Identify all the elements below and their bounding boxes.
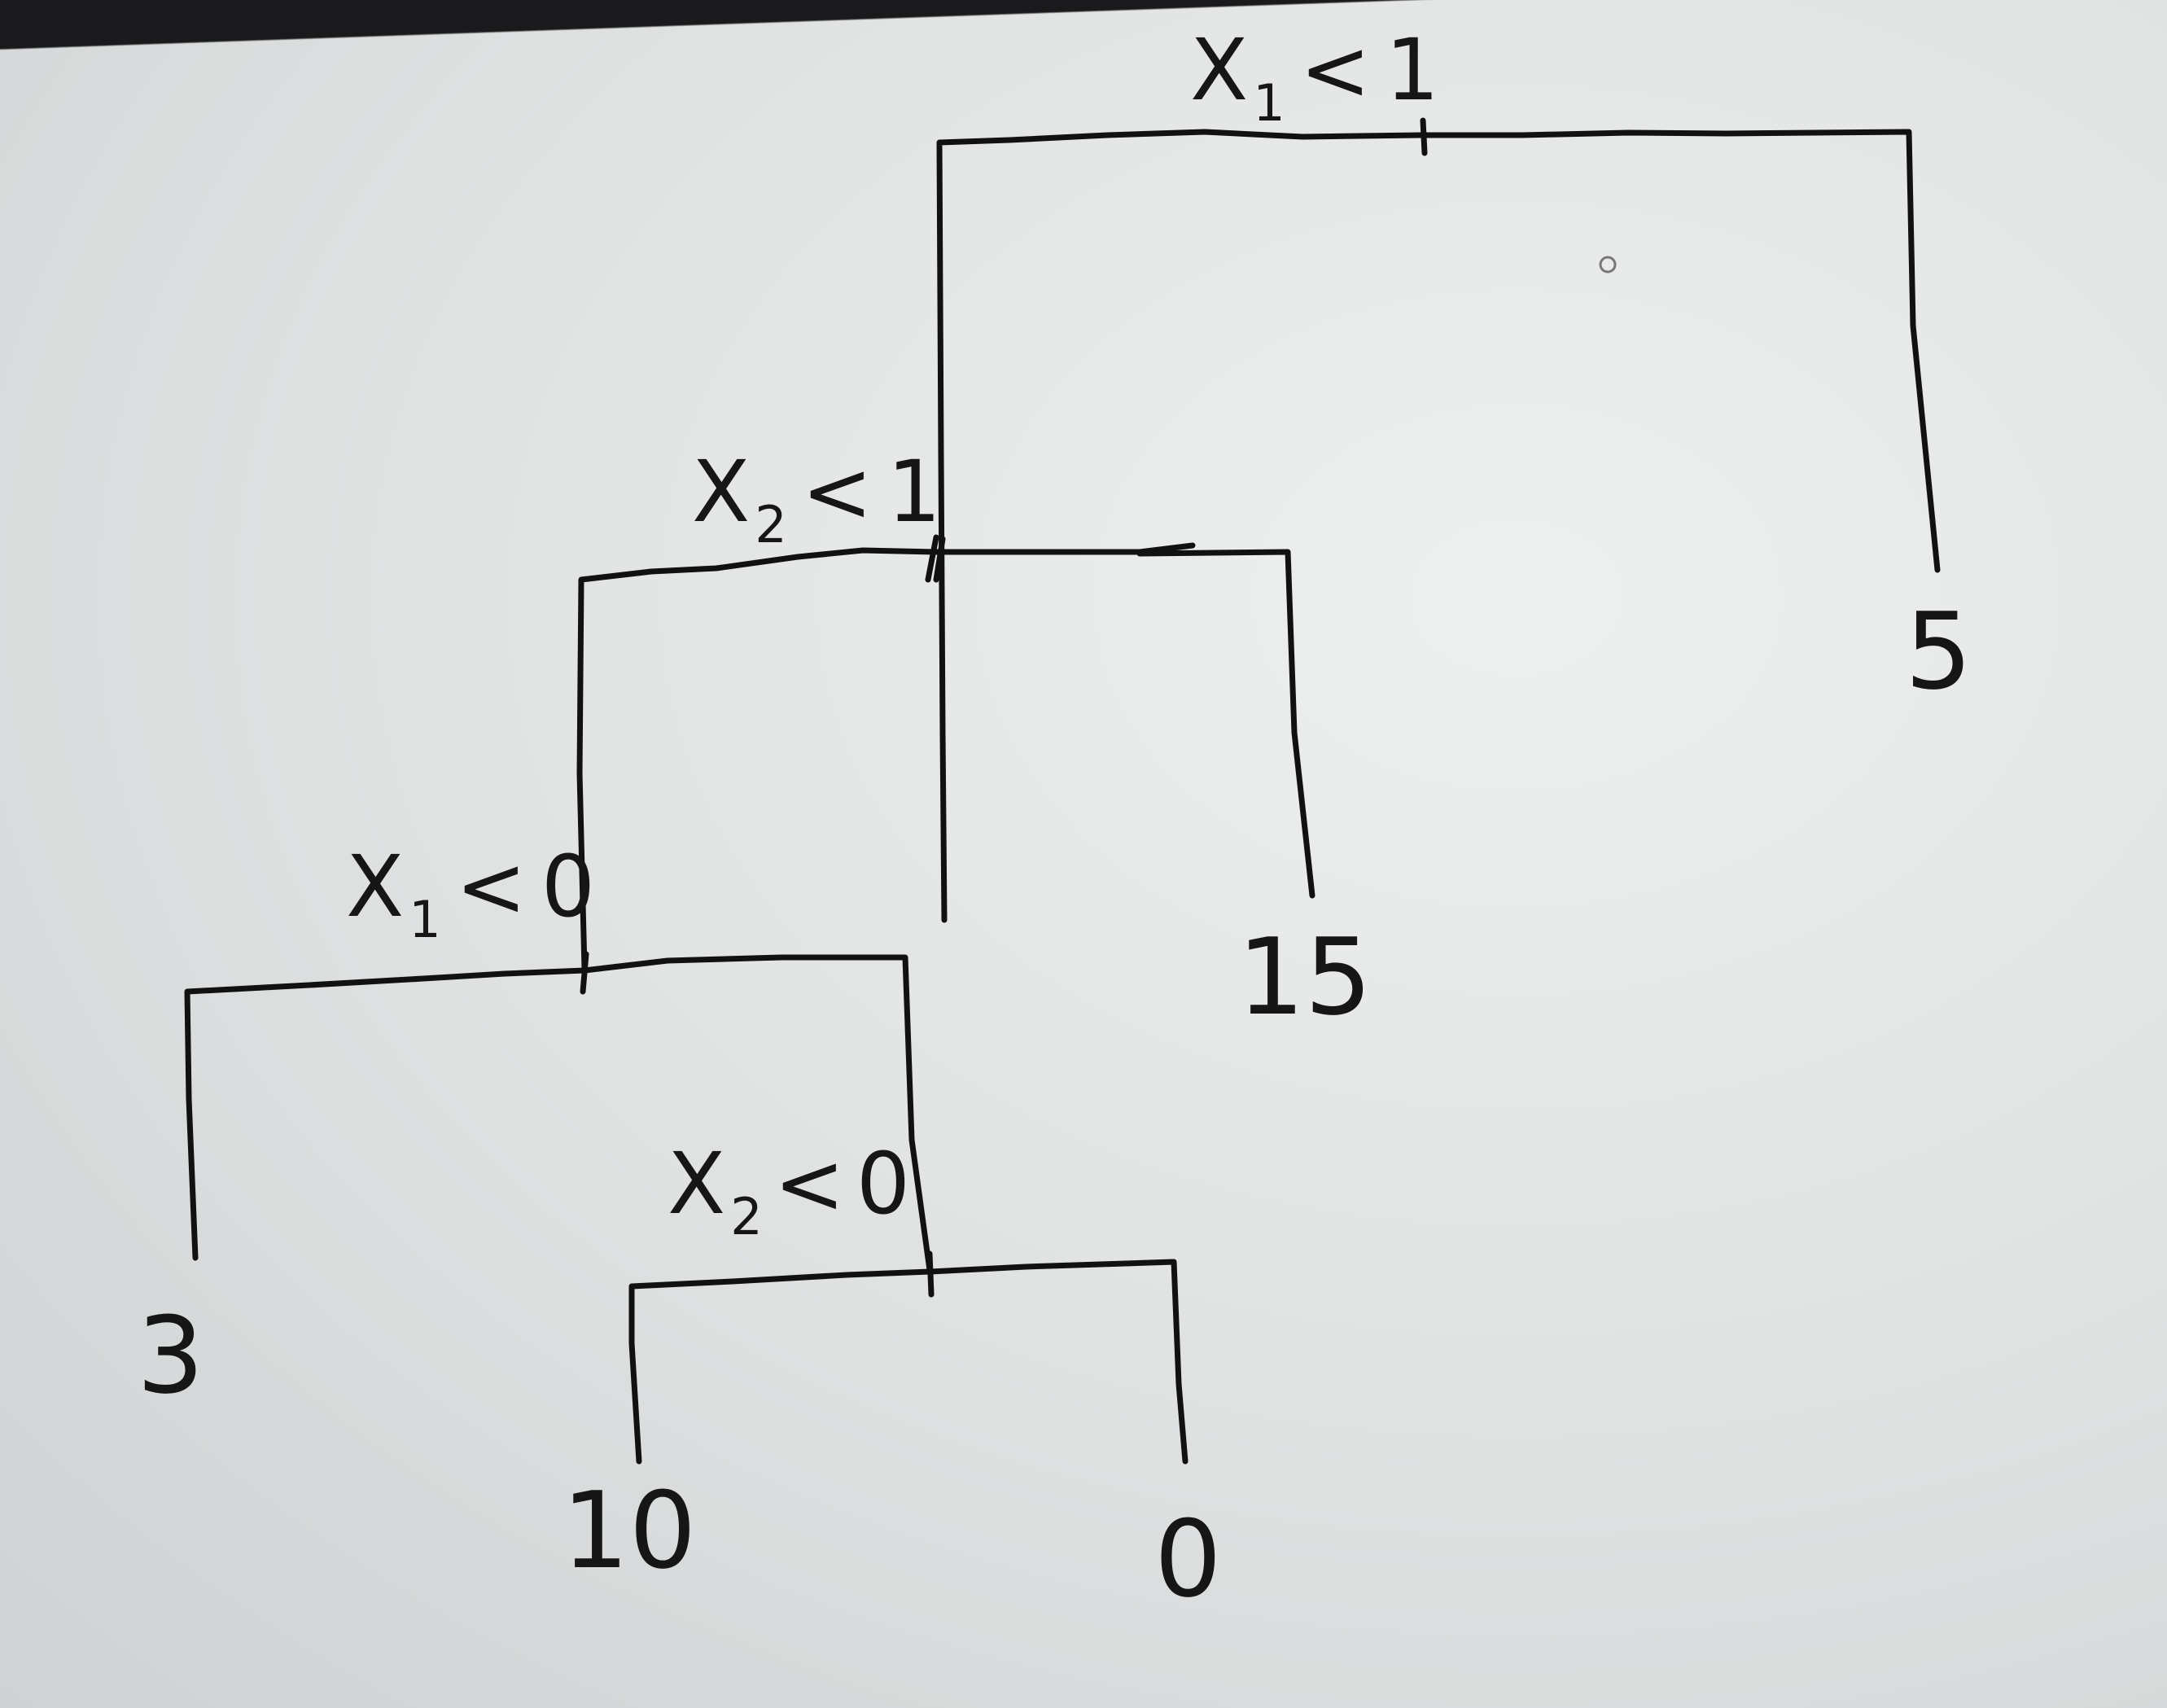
node4-condition-var: X	[668, 1134, 725, 1233]
node2-condition: X2 <1	[692, 442, 941, 554]
node3-condition-op: <	[456, 837, 527, 936]
node3-condition: X1 <0	[346, 837, 595, 949]
node3-condition-var: X	[346, 837, 404, 936]
node4-condition: X2<0	[668, 1134, 910, 1246]
root-condition-threshold: 1	[1386, 20, 1439, 120]
node3-condition-sub: 1	[409, 890, 440, 949]
node4-branch	[628, 1259, 1189, 1465]
root-condition-var: X	[1190, 20, 1248, 120]
root-tick	[1420, 117, 1428, 156]
node4-condition-threshold: 0	[856, 1134, 910, 1233]
leaf-10: 10	[562, 1469, 696, 1592]
node2-condition-var: X	[692, 442, 750, 541]
node4-condition-op: <	[774, 1134, 845, 1233]
leaf-5: 5	[1905, 589, 1972, 713]
node3-tick	[580, 951, 589, 995]
stray-mark	[1599, 256, 1617, 274]
root-condition: X1<1	[1190, 20, 1439, 133]
node4-condition-sub: 2	[730, 1187, 762, 1246]
root-branch	[936, 129, 1941, 923]
node2-condition-sub: 2	[755, 495, 786, 554]
leaf-0: 0	[1154, 1497, 1222, 1621]
node4-tick	[926, 1250, 935, 1298]
node2-condition-op: <	[802, 442, 873, 541]
node2-tick	[925, 534, 946, 583]
root-condition-op: <	[1300, 20, 1371, 120]
node2-condition-threshold: 1	[887, 442, 941, 541]
node3-branch	[184, 954, 933, 1273]
leaf-3: 3	[137, 1294, 204, 1417]
node2-branch	[576, 542, 1316, 972]
node3-condition-threshold: 0	[541, 837, 595, 936]
leaf-15: 15	[1237, 915, 1372, 1039]
dark-top-edge	[0, 0, 2167, 98]
root-condition-sub: 1	[1253, 73, 1285, 133]
